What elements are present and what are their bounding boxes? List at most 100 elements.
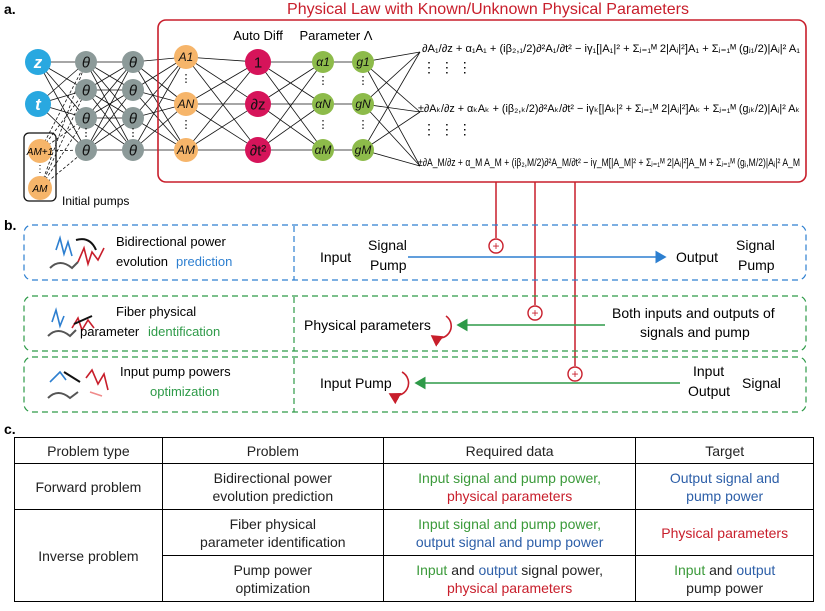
row-prediction-highlight: prediction: [176, 254, 232, 269]
row-identification-highlight: identification: [148, 324, 220, 339]
hidden-node-1-1-label: θ: [129, 82, 137, 99]
hidden-node-0-2: [75, 107, 97, 129]
row-optimization-title: Input pump powers: [120, 364, 231, 379]
forward-problem-line1: Bidirectional power: [213, 469, 332, 486]
hidden-node-1-2-label: θ: [129, 110, 137, 127]
table-header-row: Problem type Problem Required data Targe…: [14, 437, 814, 464]
row-identification-icon: [47, 307, 95, 338]
header-required-data: Required data: [382, 437, 637, 464]
header-problem: Problem: [161, 437, 384, 464]
inverse1-data: Input signal and pump power, output sign…: [382, 509, 637, 556]
input-node-z-label: z: [33, 53, 43, 72]
hidden-node-1-0-label: θ: [129, 54, 137, 71]
network-edge: [185, 61, 259, 105]
row-prediction-output: Output: [676, 249, 718, 265]
alpha-node-2-label: αM: [315, 143, 332, 157]
network-edge: [132, 89, 187, 151]
diff-node-1-label: ∂z: [251, 96, 266, 113]
hidden-node-1-0: [122, 51, 144, 73]
hidden-node-0-1-label: θ: [82, 82, 90, 99]
row-optimization-cycle: [388, 371, 410, 405]
panel-a-label: a.: [4, 1, 16, 17]
a-node-2: [174, 138, 198, 162]
g-node-2: [352, 139, 374, 161]
equation-dots-2: ⋮ ⋮ ⋮: [422, 121, 472, 137]
forward-target-line1: Output signal and: [669, 469, 780, 486]
g-node-2-label: gM: [355, 143, 372, 157]
node-ellipsis: ⋮: [318, 119, 329, 131]
row-optimization-right-signal: Signal: [742, 375, 781, 391]
row-prediction-pump: Pump: [370, 257, 407, 273]
equation-k: ±∂Aₖ/∂z + αₖAₖ + (iβ₂,ₖ/2)∂²Aₖ/∂t² − iγₖ…: [418, 103, 800, 115]
row-identification-plus: +: [531, 306, 538, 320]
inverse2-problem-line2: optimization: [235, 579, 311, 596]
problem-table: Problem type Problem Required data Targe…: [14, 437, 814, 602]
alpha-node-0: [312, 51, 334, 73]
hidden-node-1-1: [122, 79, 144, 101]
a-node-2-label: AM: [176, 143, 195, 157]
forward-problem-line2: evolution prediction: [212, 487, 334, 504]
equation-1: ∂A₁/∂z + α₁A₁ + (iβ₂,₁/2)∂²A₁/∂t² − iγ₁[…: [422, 43, 800, 55]
node-ellipsis: ⋮: [181, 119, 192, 131]
a-node-1-label: AN: [177, 97, 195, 111]
node-ellipsis: ⋮: [358, 119, 369, 131]
inverse1-target: Physical parameters: [635, 509, 814, 556]
row-prediction-subtitle: evolution: [116, 254, 168, 269]
table-row: Inverse problem Fiber physical parameter…: [14, 509, 814, 602]
forward-target: Output signal and pump power: [635, 463, 814, 510]
network-edge: [362, 111, 421, 151]
row-prediction-icon: [49, 235, 105, 270]
network-edge: [185, 103, 259, 151]
problem-table-wrapper: Problem type Problem Required data Targe…: [14, 437, 814, 602]
inverse-type: Inverse problem: [14, 509, 163, 602]
row-prediction-box: [23, 224, 807, 281]
network-edge: [362, 61, 421, 167]
pump-node-m: [28, 176, 52, 200]
equation-dots-1: ⋮ ⋮ ⋮: [422, 59, 472, 75]
row-optimization-icon: [47, 368, 109, 400]
a-node-0-label: A1: [178, 50, 194, 64]
inverse2-data-green: Input: [416, 561, 448, 578]
row-prediction-out-signal: Signal: [736, 237, 775, 253]
inverse2-problem: Pump power optimization: [161, 555, 384, 602]
g-node-0-label: g1: [356, 55, 369, 69]
inverse1-data-blue: output signal and pump power: [415, 533, 604, 550]
pump-dots: ⋮: [35, 164, 45, 175]
hidden-node-0-0-label: θ: [82, 54, 90, 71]
alpha-node-0-label: α1: [316, 55, 330, 69]
network-edge: [185, 56, 259, 151]
row-optimization-box: [23, 356, 807, 413]
inverse2-target: Input and output pump power: [635, 555, 814, 602]
inverse1-data-green: Input signal and pump power,: [418, 515, 602, 532]
row-identification-plus-circle: [527, 305, 543, 321]
input-node-z: [25, 49, 51, 75]
alpha-node-1: [312, 93, 334, 115]
network-edge: [37, 61, 87, 151]
header-problem-type: Problem type: [14, 437, 163, 464]
inverse1-problem-line1: Fiber physical: [229, 515, 316, 532]
network-edge: [362, 61, 421, 113]
pump-node-m1: [28, 139, 52, 163]
equation-block: ∂A₁/∂z + α₁A₁ + (iβ₂,₁/2)∂²A₁/∂t² − iγ₁[…: [418, 43, 800, 169]
header-target: Target: [635, 437, 814, 464]
network-edge: [185, 56, 259, 105]
input-node-t-label: t: [35, 95, 42, 114]
node-ellipsis: ⋮: [318, 75, 329, 87]
row-identification-right-2: signals and pump: [640, 324, 750, 340]
network-edge: [39, 89, 87, 189]
network-edge: [362, 103, 421, 167]
inverse2-data-blue: output: [478, 561, 518, 578]
diff-node-1: [245, 91, 271, 117]
row-identification-subtitle: parameter: [80, 324, 140, 339]
row-optimization-input-pump: Input Pump: [320, 375, 392, 391]
inverse2-target-green: Input: [674, 561, 706, 578]
inverse2-target-tail: pump power: [686, 579, 764, 596]
pump-node-m1-label: AM+1: [26, 147, 53, 158]
hidden-node-1-2: [122, 107, 144, 129]
physics-law-box: [157, 19, 807, 183]
panel-c-label: c.: [4, 421, 16, 437]
hidden-node-0-0: [75, 51, 97, 73]
node-ellipsis: ⋮: [81, 127, 92, 139]
